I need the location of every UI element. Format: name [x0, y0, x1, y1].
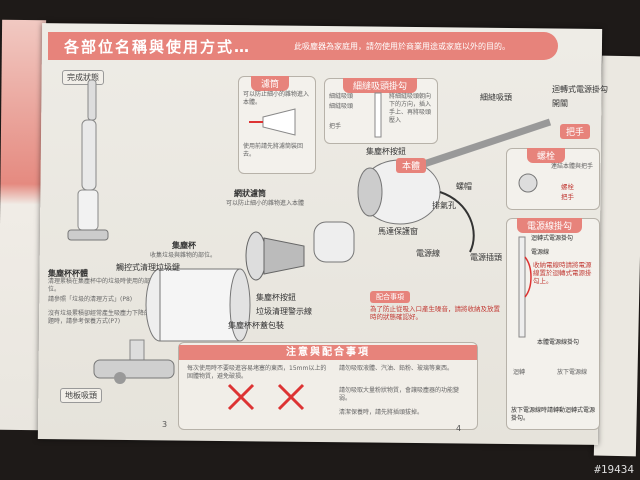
dust-cup-label: 集塵杯 — [172, 241, 196, 250]
screw-item2: 螺栓 — [561, 183, 574, 191]
motor-window-label: 馬達保護窗 — [378, 227, 418, 236]
cup-cover-label: 集塵杯杯蓋包裝 — [228, 321, 284, 330]
filter-desc2: 使用前請先將濾筒裝回去。 — [243, 143, 304, 158]
filter-panel-title: 濾筒 — [251, 76, 290, 91]
rotating-hook-label: 迴轉式電源掛勾 — [552, 85, 608, 94]
filter-desc1: 可以防止細小的雜物進入本體。 — [243, 91, 310, 106]
slim-nozzle-label: 細縫吸頭 — [480, 93, 512, 102]
notice-item2: 請勿吸取液體、汽油、鉛粉、玻璃等東西。 — [339, 365, 454, 372]
floor-head-label: 地板吸頭 — [60, 388, 102, 403]
cord-label: 電源線 — [531, 249, 550, 256]
notice-item4: 清潔保養時，請先將插頭拔掉。 — [339, 409, 424, 416]
cord-panel: 電源線掛勾 迴轉式電源掛勾 電源線 收納電線時請將電源線置於迴轉式電源掛勾上。 … — [506, 218, 600, 430]
warning-tag: 配合事項 — [370, 291, 410, 303]
page-number-right: 4 — [456, 424, 462, 433]
handle-label: 把手 — [560, 124, 591, 139]
notice-item3: 請勿吸取大量粉狀物質，會讓吸塵器的功能變弱。 — [339, 387, 460, 402]
crevice-item2: 細縫吸頭 — [329, 103, 354, 110]
vacuum-upright-illustration — [67, 79, 109, 241]
mesh-filter-desc: 可以防止細小的雜物進入本體 — [226, 200, 305, 207]
screw-panel-title: 螺栓 — [527, 148, 566, 163]
warning-text: 為了防止從吸入口產生噪音，請將收納及放置時的狀態確認好。 — [370, 305, 500, 321]
crevice-item1: 細縫吸頭 — [329, 93, 354, 100]
crevice-panel: 細縫吸頭掛勾 細縫吸頭 細縫吸頭 將細縫吸頭朝向下的方向，插入手上、再將吸頭壓入… — [324, 78, 438, 144]
filter-cone-icon — [249, 108, 296, 136]
notice-box: 注意與配合事項 每次使用時不要吸進容易堵塞的東西，15mm以上的固體物質，避免破… — [178, 342, 478, 430]
cup-body-label: 集塵杯杯體 — [48, 269, 88, 278]
floor-head-illustration — [93, 339, 175, 384]
cord-note1: 收納電線時請將電源線置於迴轉式電源掛勾上。 — [533, 261, 592, 285]
cord-hook-illustration — [518, 236, 532, 338]
section-banner: 各部位名稱與使用方式… 此吸塵器為家庭用，請勿使用於商業用途或家庭以外的目的。 — [48, 32, 558, 60]
screw-item1: 連結本體與把手 — [551, 163, 594, 170]
cord-rotating-label: 迴轉式電源掛勾 — [531, 235, 574, 242]
screw-icon — [518, 173, 538, 193]
watermark: #19434 — [594, 463, 634, 476]
cord-rotate-label: 迴轉 — [513, 369, 526, 376]
plug-label: 電源插頭 — [470, 253, 502, 262]
filter-panel: 濾筒 可以防止細小的雜物進入本體。 使用前請先將濾筒裝回去。 — [238, 76, 316, 174]
dust-cup-desc: 收集垃圾與雜物的部位。 — [150, 252, 217, 259]
warning-box: 配合事項 為了防止從吸入口產生噪音，請將收納及放置時的狀態確認好。 — [370, 284, 500, 321]
cord-footer: 放下電源線時請轉動迴轉式電源掛勾。 — [511, 407, 596, 422]
page-number-left: 3 — [162, 420, 168, 429]
screw-panel: 螺栓 連結本體與把手 螺栓 把手 — [506, 148, 600, 210]
section-note: 此吸塵器為家庭用，請勿使用於商業用途或家庭以外的目的。 — [294, 42, 510, 51]
cup-body-desc: 清理累積在集塵杯中的垃圾時使用的部位。 — [48, 278, 151, 293]
exhaust-label: 排氣孔 — [432, 201, 456, 210]
notice-item1: 每次使用時不要吸進容易堵塞的東西，15mm以上的固體物質，避免破損。 — [187, 365, 327, 380]
notice-prohibit-icons — [227, 383, 305, 411]
section-title: 各部位名稱與使用方式… — [64, 38, 252, 56]
dust-indicator-label: 垃圾清理警示線 — [256, 307, 312, 316]
cord-putdown-label: 放下電源線 — [557, 369, 588, 376]
mesh-filter-illustration — [245, 221, 355, 281]
screw-cap-label: 螺帽 — [456, 182, 472, 191]
cup-latch-label: 集塵杯按鈕 — [256, 293, 296, 302]
notice-title: 注意與配合事項 — [179, 345, 477, 360]
dust-cup-illustration — [145, 268, 251, 342]
power-cord-label: 電源線 — [416, 249, 440, 258]
mesh-filter-label: 網狀濾筒 — [234, 189, 266, 198]
crevice-grip: 把手 — [329, 123, 342, 130]
cup-body-warn: 沒有垃圾累積卻經常產生吸塵力下降的問題時，請參考保養方式(P7) — [48, 310, 157, 325]
cord-bottom-hook-label: 本體電源線掛勾 — [537, 339, 580, 346]
cup-latch-label-2: 集塵杯按鈕 — [366, 147, 406, 156]
dust-cup-button-label: 觸控式清理垃圾鍵 — [116, 263, 180, 272]
crevice-panel-title: 細縫吸頭掛勾 — [343, 78, 418, 93]
cup-body-ref: 請參照「垃圾的清理方式」(P8) — [48, 296, 133, 303]
body-label: 本體 — [396, 158, 427, 173]
crevice-nozzle-icon — [374, 92, 382, 138]
cord-panel-title: 電源線掛勾 — [517, 218, 583, 233]
switch-label: 開關 — [552, 99, 568, 108]
screw-item3: 把手 — [561, 193, 574, 201]
crevice-note: 將細縫吸頭朝向下的方向，插入手上、再將吸頭壓入 — [389, 93, 432, 124]
